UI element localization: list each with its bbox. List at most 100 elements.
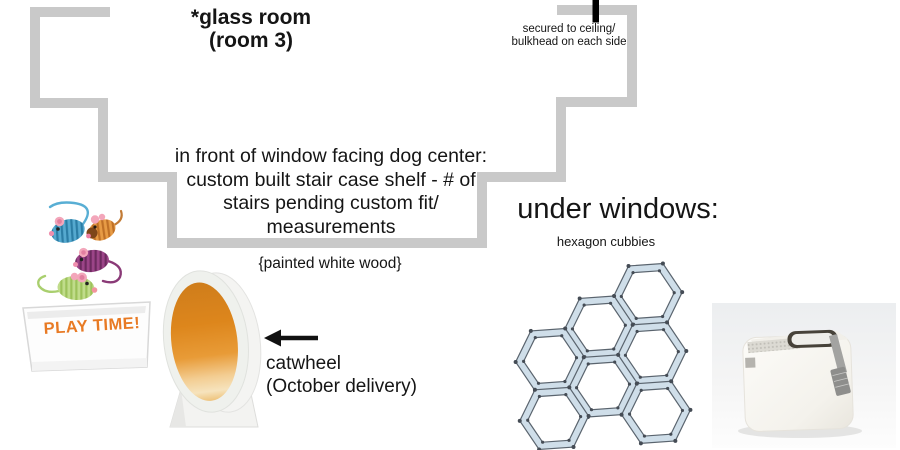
mouse-eye	[93, 225, 97, 229]
hexagon-corner-connector	[528, 328, 533, 333]
wheel-base-shading	[170, 389, 186, 427]
arrow-head	[264, 329, 281, 347]
hexagon-corner-connector	[532, 387, 537, 392]
hexagon-corner-connector	[669, 379, 674, 384]
ceiling-note-line1: secured to ceiling/	[522, 23, 616, 35]
stair-note-line1: in front of window facing dog center:	[174, 145, 488, 167]
hexagon-corner-connector	[680, 408, 685, 413]
left-arrow-icon	[264, 329, 318, 347]
hexagon-corner-connector	[666, 386, 670, 391]
hexagon-corner-connector	[616, 406, 620, 410]
hexagon-corner-connector	[623, 353, 628, 357]
hexagon-corner-connector	[585, 349, 589, 353]
mouse-nose	[91, 287, 98, 293]
hexagon-corner-connector	[631, 271, 635, 275]
hexagon-corner-connector	[537, 394, 542, 399]
hexagon-corner-connector	[533, 336, 537, 340]
box-pocket-lip	[27, 306, 146, 319]
scoop-slot	[832, 371, 847, 377]
hexagon-corner-connector	[639, 388, 643, 392]
mouse-ear	[98, 213, 106, 221]
catwheel-note-line1: catwheel	[266, 353, 341, 374]
material-note: {painted white wood}	[258, 255, 402, 272]
hexagon-corner-connector	[665, 320, 670, 325]
mouse-tail	[101, 259, 122, 284]
hexagon-corner-connector	[661, 314, 665, 319]
hexagon-corner-connector	[616, 352, 621, 357]
hexagon-corner-connector	[612, 347, 616, 351]
mouse-ear-inner	[57, 219, 62, 224]
hexagon-corner-connector	[571, 445, 576, 450]
play-time-box-illustration	[22, 301, 151, 372]
hexagon-corner-connector	[627, 382, 632, 386]
hexagon-corner-connector	[517, 418, 522, 423]
scoop-handle	[829, 334, 847, 375]
mouse-tail	[48, 201, 90, 226]
hexagon-corner-connector	[630, 322, 635, 327]
under-windows-heading: under windows:	[517, 193, 719, 225]
hexagon-corner-connector	[661, 328, 666, 332]
hexagon-corner-connector	[642, 434, 647, 438]
hexagon-corner-connector	[564, 393, 568, 397]
hexagon-corner-connector	[567, 438, 571, 442]
hexagon-corner-connector	[537, 447, 542, 450]
hexagon-corner-connector	[608, 301, 613, 305]
hexagon-corner-connector	[526, 418, 530, 422]
hexagon-corner-connector	[582, 303, 586, 307]
hexagon-corner-connector	[669, 432, 673, 436]
wall-outline	[30, 5, 637, 248]
room-title-line2: (room 3)	[209, 29, 293, 52]
hexagon-corner-connector	[579, 414, 583, 419]
hexagon-corner-connector	[619, 294, 623, 299]
cat-wheel-illustration	[162, 270, 262, 428]
hexagon-corner-connector	[619, 412, 624, 417]
litter-logo	[745, 357, 756, 368]
mouse-ear	[70, 272, 79, 281]
hexagon-corner-connector	[657, 269, 662, 273]
litter-grate	[747, 337, 801, 354]
hexagon-corner-connector	[665, 373, 669, 377]
hexagon-corner-connector	[574, 356, 579, 360]
mouse-eye	[85, 281, 89, 286]
toy-mice-illustration	[37, 201, 123, 301]
hexagon-corner-connector	[563, 326, 568, 331]
mouse-ear-inner	[79, 275, 85, 280]
scoop-head	[830, 366, 851, 396]
hexagon-corner-connector	[570, 327, 575, 331]
hexagon-corner-connector	[638, 441, 643, 446]
hexagon-corner-connector	[612, 294, 617, 299]
scoop-slot	[835, 383, 850, 388]
hexagon-corner-connector	[581, 355, 586, 360]
staircase-shelf-note: in front of window facing dog center: cu…	[175, 145, 487, 239]
hexagon-corner-connector	[684, 349, 689, 354]
hexagon-corner-connector	[623, 323, 627, 327]
stair-note-line4: measurements	[266, 215, 396, 238]
ceiling-mount-tick	[592, 0, 599, 23]
hexagon-corner-connector	[688, 407, 693, 412]
mouse-nose	[48, 230, 55, 237]
hexagon-corner-connector	[577, 296, 582, 301]
hexagon-corner-connector	[586, 362, 590, 366]
mouse-nose	[86, 233, 91, 239]
hexagon-corner-connector	[586, 414, 591, 419]
stair-note-line3: stairs pending custom fit/	[223, 192, 439, 214]
catwheel-note-line2: (October delivery)	[266, 376, 417, 397]
hexagon-corner-connector	[627, 412, 632, 416]
mouse-eye	[79, 257, 84, 262]
hexagon-corner-connector	[676, 349, 680, 354]
hexagon-corner-connector	[513, 359, 518, 364]
hexagon-corner-connector	[589, 408, 594, 412]
hexagon-corner-connector	[673, 438, 678, 443]
litter-opening-inside	[791, 332, 834, 346]
ceiling-note-line2: bulkhead on each side	[511, 35, 627, 48]
mouse-ear-inner	[81, 250, 86, 255]
mouse-ear	[90, 215, 100, 224]
ceiling-mount-note: secured to ceiling/ bulkhead on each sid…	[511, 23, 626, 48]
litter-box-illustration	[712, 303, 896, 448]
hexagon-corner-connector	[638, 375, 642, 379]
scoop-slot	[833, 377, 848, 382]
hexagon-corner-connector	[680, 290, 685, 295]
hexagon-corner-connector	[626, 263, 631, 268]
